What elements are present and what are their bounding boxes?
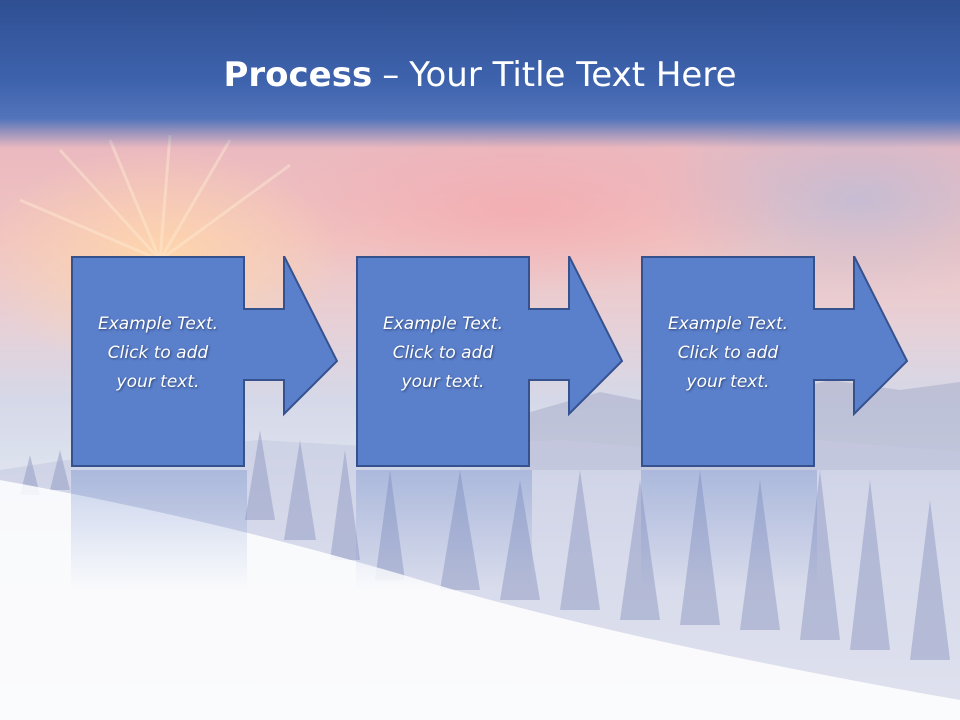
step-1-text[interactable]: Example Text. Click to add your text.	[75, 310, 241, 397]
step-text-line: Example Text.	[97, 314, 219, 334]
process-step-3[interactable]: Example Text. Click to add your text.	[641, 256, 912, 467]
step-3-reflection	[641, 470, 817, 590]
slide-title[interactable]: Process–Your Title Text Here	[0, 52, 960, 98]
process-step-2[interactable]: Example Text. Click to add your text.	[356, 256, 627, 467]
step-3-text[interactable]: Example Text. Click to add your text.	[645, 310, 811, 397]
arrow-callout-shape	[71, 256, 339, 467]
step-text-line: your text.	[116, 372, 200, 392]
title-text: Your Title Text Here	[409, 55, 737, 95]
step-text-line: your text.	[686, 372, 770, 392]
process-step-1[interactable]: Example Text. Click to add your text.	[71, 256, 342, 467]
step-text-line: Click to add	[677, 343, 779, 363]
step-2-text[interactable]: Example Text. Click to add your text.	[360, 310, 526, 397]
title-dash: –	[382, 55, 400, 95]
step-text-line: Example Text.	[667, 314, 789, 334]
arrow-callout-shape	[356, 256, 624, 467]
title-bar	[0, 0, 960, 148]
step-text-line: Click to add	[392, 343, 494, 363]
title-bold-word: Process	[223, 55, 373, 95]
step-1-reflection	[71, 470, 247, 590]
step-text-line: Example Text.	[382, 314, 504, 334]
step-text-line: Click to add	[107, 343, 209, 363]
step-text-line: your text.	[401, 372, 485, 392]
step-2-reflection	[356, 470, 532, 590]
arrow-callout-shape	[641, 256, 909, 467]
